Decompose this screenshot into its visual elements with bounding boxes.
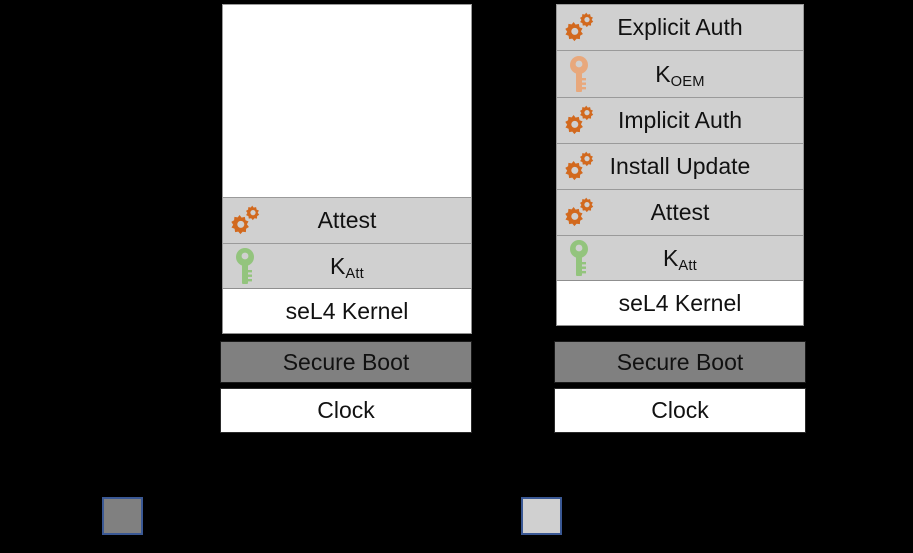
- right-row-clock-label: Clock: [651, 397, 709, 423]
- right-row-k-att[interactable]: KAtt: [556, 235, 804, 281]
- right-row-secure-boot[interactable]: Secure Boot: [554, 341, 806, 383]
- gears-icon: [559, 147, 599, 187]
- right-row-explicit-auth[interactable]: Explicit Auth: [556, 4, 804, 51]
- left-platform-stack: Attest KAtt seL4 Kernel: [222, 4, 472, 334]
- right-row-sel4-kernel-label: seL4 Kernel: [618, 289, 742, 316]
- key-tan-icon: [559, 54, 599, 94]
- right-row-attest[interactable]: Attest: [556, 189, 804, 236]
- right-row-clock[interactable]: Clock: [554, 388, 806, 433]
- legend-swatch-software: [521, 497, 562, 535]
- right-row-k-att-sub: Att: [678, 257, 697, 274]
- left-row-k-att-base: K: [330, 252, 346, 279]
- left-row-clock[interactable]: Clock: [220, 388, 472, 433]
- left-stack-blank-panel: [222, 4, 472, 198]
- left-row-sel4-kernel-label: seL4 Kernel: [285, 297, 409, 324]
- right-row-sel4-kernel[interactable]: seL4 Kernel: [556, 280, 804, 326]
- right-row-k-oem-label: KOEM: [655, 60, 704, 89]
- gears-icon: [559, 101, 599, 141]
- right-row-implicit-auth-label: Implicit Auth: [618, 107, 742, 133]
- left-row-attest-label: Attest: [317, 207, 377, 233]
- key-green-icon: [225, 246, 265, 286]
- left-row-clock-label: Clock: [317, 397, 375, 423]
- right-row-install-update[interactable]: Install Update: [556, 143, 804, 190]
- gears-icon: [559, 8, 599, 48]
- key-green-icon: [559, 238, 599, 278]
- left-row-k-att-label: KAtt: [330, 252, 364, 281]
- gears-icon: [225, 201, 265, 241]
- left-row-secure-boot[interactable]: Secure Boot: [220, 341, 472, 383]
- right-row-k-oem[interactable]: KOEM: [556, 50, 804, 98]
- left-row-k-att[interactable]: KAtt: [222, 243, 472, 289]
- right-row-implicit-auth[interactable]: Implicit Auth: [556, 97, 804, 144]
- right-row-secure-boot-label: Secure Boot: [616, 348, 744, 375]
- right-row-k-att-base: K: [663, 244, 679, 271]
- left-row-sel4-kernel[interactable]: seL4 Kernel: [222, 288, 472, 334]
- right-row-explicit-auth-label: Explicit Auth: [617, 14, 743, 40]
- left-row-attest[interactable]: Attest: [222, 197, 472, 244]
- right-platform-stack: Explicit Auth KOEM: [556, 4, 804, 326]
- right-row-attest-label: Attest: [650, 199, 710, 225]
- legend-swatch-hardware: [102, 497, 143, 535]
- right-row-k-att-label: KAtt: [663, 244, 697, 273]
- right-row-install-update-label: Install Update: [609, 153, 751, 179]
- right-row-k-oem-base: K: [655, 60, 671, 87]
- right-row-k-oem-sub: OEM: [670, 73, 705, 90]
- left-row-secure-boot-label: Secure Boot: [282, 348, 410, 375]
- left-row-k-att-sub: Att: [345, 265, 364, 282]
- gears-icon: [559, 193, 599, 233]
